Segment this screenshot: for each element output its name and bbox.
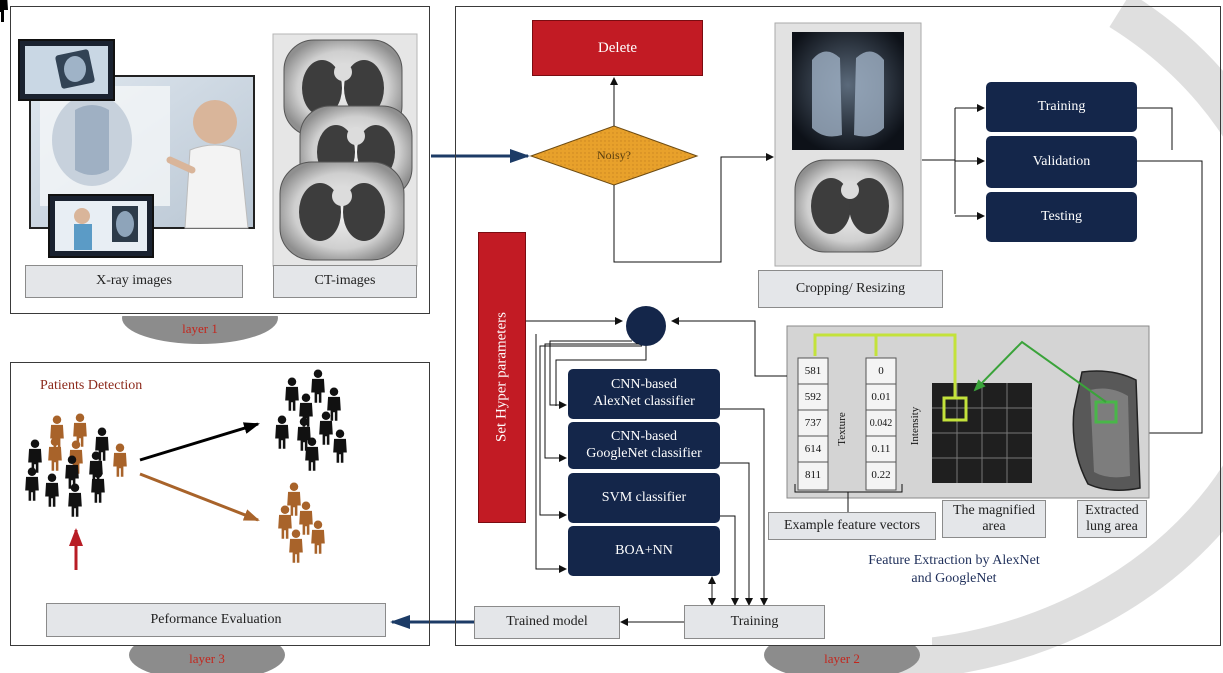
intensity-value: 0.11: [871, 443, 891, 455]
intensity-value: 0.042: [869, 417, 893, 429]
texture-value: 592: [804, 391, 822, 403]
googlenet-classifier: CNN-based GoogleNet classifier: [568, 422, 720, 469]
intensity-value: 0.22: [871, 469, 891, 481]
hyper-parameters-box: [478, 232, 526, 523]
ct-stack: [272, 33, 418, 267]
layer2-panel: [455, 6, 1221, 646]
decorative-ring: [839, 0, 1223, 673]
training-box: Training: [684, 605, 825, 639]
person-icon: [287, 482, 301, 516]
person-icon: [297, 417, 311, 451]
training-split: Training: [986, 82, 1137, 132]
person-icon: [113, 443, 127, 477]
person-icon: [65, 455, 79, 489]
person-icon: [319, 411, 333, 445]
person-icon: [299, 501, 313, 535]
person-icon: [289, 529, 303, 563]
person-icon: [91, 469, 105, 503]
intensity-value: 0.01: [871, 391, 891, 403]
ct-images-label: CT-images: [273, 265, 417, 298]
extracted-lung-text: Extracted lung area: [1085, 502, 1139, 534]
svm-classifier: SVM classifier: [568, 473, 720, 523]
texture-axis-label: Texture: [836, 412, 848, 446]
layer2-tag-label: layer 2: [824, 651, 860, 666]
layer3-panel: [10, 362, 430, 646]
layer2-tag: layer 2: [772, 649, 912, 673]
feature-extraction-caption: Feature Extraction by AlexNet and Google…: [868, 553, 1040, 586]
person-icon: [311, 369, 325, 403]
hyper-parameters-label: Set Hyper parameters: [493, 312, 510, 442]
patients-people: [0, 0, 8, 22]
alexnet-classifier: CNN-based AlexNet classifier: [568, 369, 720, 419]
person-icon: [278, 505, 292, 539]
cropping-resizing-label: Cropping/ Resizing: [758, 270, 943, 308]
person-icon: [305, 437, 319, 471]
texture-value: 581: [804, 365, 822, 377]
alexnet-classifier-label: CNN-based AlexNet classifier: [593, 377, 695, 409]
intensity-value: 0: [878, 365, 884, 377]
feature-vectors-label: Example feature vectors: [768, 512, 936, 540]
boa-nn-classifier-label: BOA+NN: [615, 542, 673, 558]
texture-value: 737: [804, 417, 822, 429]
extracted-lung-label: Extracted lung area: [1077, 500, 1147, 538]
layer3-tag-label: layer 3: [189, 651, 225, 666]
cropped-images: [774, 22, 922, 267]
validation-split: Validation: [986, 136, 1137, 188]
combiner-node: [626, 306, 666, 346]
delete-box: Delete: [532, 20, 703, 76]
person-icon: [311, 520, 325, 554]
noisy-decision-shape: [529, 125, 699, 186]
layer1-panel: [10, 6, 430, 314]
googlenet-classifier-label: CNN-based GoogleNet classifier: [586, 428, 702, 461]
magnified-area-label: The magnified area: [942, 500, 1046, 538]
intensity-axis-label: Intensity: [909, 406, 921, 446]
tablet-photo: [18, 39, 115, 101]
xray-images-label: X-ray images: [25, 265, 243, 298]
texture-value: 811: [804, 469, 822, 481]
svm-classifier-label: SVM classifier: [601, 489, 687, 505]
layer1-tag: layer 1: [130, 315, 270, 345]
magnified-area-text: The magnified area: [952, 502, 1036, 534]
person-icon: [285, 377, 299, 411]
trained-model-box: Trained model: [474, 606, 620, 639]
person-icon: [327, 387, 341, 421]
person-icon: [275, 415, 289, 449]
boa-nn-classifier: BOA+NN: [568, 526, 720, 576]
performance-evaluation-box: Peformance Evaluation: [46, 603, 386, 637]
layer3-tag: layer 3: [137, 649, 277, 673]
noisy-decision-label: Noisy?: [597, 148, 631, 162]
layer1-tag-label: layer 1: [182, 321, 218, 336]
texture-value: 614: [804, 443, 822, 455]
screen-photo: [48, 194, 154, 258]
feature-extraction-panel: [786, 325, 1150, 512]
person-icon: [333, 429, 347, 463]
person-icon: [73, 413, 87, 447]
testing-split: Testing: [986, 192, 1137, 242]
person-icon: [95, 427, 109, 461]
patients-detection-title: Patients Detection: [40, 378, 143, 393]
